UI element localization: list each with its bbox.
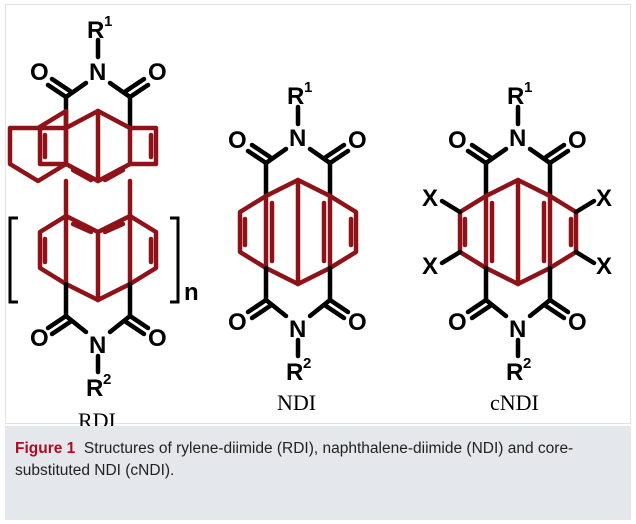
cndi-o-bottom-left: O	[448, 309, 467, 336]
ndi-o-top-left: O	[228, 127, 247, 154]
cndi-r2-superscript: 2	[523, 355, 531, 372]
ndi-r2-label: R	[286, 359, 303, 386]
cndi-n-bottom: N	[509, 316, 526, 343]
caption-text: Structures of rylene-diimide (RDI), naph…	[15, 440, 574, 479]
cndi-x-bottom-left: X	[422, 253, 438, 280]
rdi-o-bottom-right: O	[148, 325, 167, 352]
rdi-r1-superscript: 1	[104, 13, 112, 30]
ndi-n-bottom: N	[289, 316, 306, 343]
figure-panel	[5, 4, 631, 424]
cndi-r1-superscript: 1	[524, 79, 532, 96]
ndi-r1-label: R	[287, 83, 304, 110]
cndi-o-bottom-right: O	[568, 309, 587, 336]
repeat-bracket-left	[8, 216, 18, 304]
repeat-bracket-right	[170, 216, 180, 304]
cndi-name-label: cNDI	[490, 390, 539, 415]
rdi-r2-superscript: 2	[103, 371, 111, 388]
rdi-r2-label: R	[86, 375, 103, 402]
rdi-r1-label: R	[87, 17, 104, 44]
cndi-n-top: N	[509, 125, 526, 152]
ndi-r1-superscript: 1	[304, 79, 312, 96]
cndi-x-bottom-right: X	[596, 253, 612, 280]
cndi-r2-label: R	[506, 359, 523, 386]
ndi-name-label: NDI	[277, 390, 316, 415]
cndi-o-top-left: O	[448, 127, 467, 154]
cndi-r1-label: R	[507, 83, 524, 110]
ndi-n-top: N	[289, 125, 306, 152]
chemical-structures-figure: R 1 N O O O O N R 2 n RDI	[7, 13, 612, 430]
rdi-repeat-n: n	[184, 279, 199, 306]
cndi-o-top-right: O	[568, 127, 587, 154]
rdi-n-top: N	[89, 59, 106, 86]
rdi-structure: R 1 N O O O O N R 2 n RDI	[7, 13, 199, 430]
ndi-o-bottom-right: O	[348, 309, 367, 336]
cndi-x-top-left: X	[422, 185, 438, 212]
figure-caption: Figure 1 Structures of rylene-diimide (R…	[5, 426, 631, 520]
rdi-n-bottom: N	[89, 332, 106, 359]
ndi-o-bottom-left: O	[228, 309, 247, 336]
rdi-o-top-right: O	[148, 59, 167, 86]
ndi-o-top-right: O	[348, 127, 367, 154]
caption-label: Figure 1	[15, 440, 76, 457]
cndi-x-top-right: X	[596, 185, 612, 212]
cndi-structure: R 1 N O O X X X X O O N R 2 cNDI	[422, 79, 612, 415]
rdi-name-label: RDI	[78, 408, 116, 430]
rdi-o-bottom-left: O	[30, 325, 49, 352]
rdi-o-top-left: O	[30, 59, 49, 86]
ndi-structure: R 1 N O O O O N R 2 NDI	[228, 79, 367, 415]
ndi-r2-superscript: 2	[303, 355, 311, 372]
